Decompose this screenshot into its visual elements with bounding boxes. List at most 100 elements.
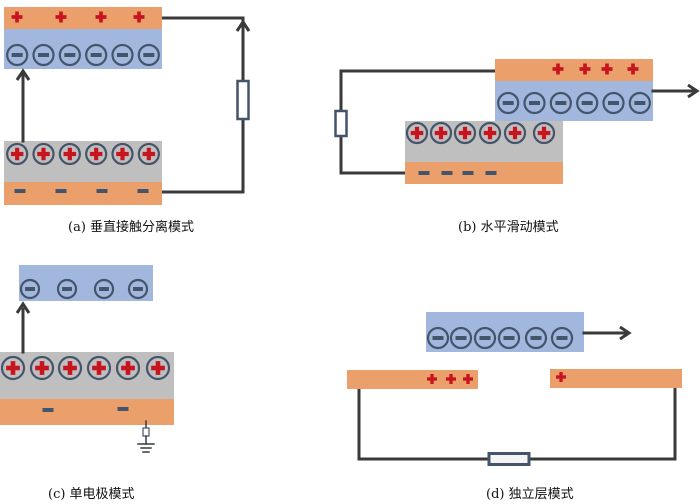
top-electrode	[4, 7, 162, 29]
wire-bottom	[162, 119, 245, 194]
positive-charge	[29, 355, 55, 381]
plus-bar-v	[414, 126, 420, 140]
minus-bar	[529, 101, 540, 105]
negative-charge	[58, 43, 81, 67]
charge-ring	[32, 142, 55, 166]
plus-bar-v	[512, 126, 518, 140]
caption-d: (d) 独立层模式	[486, 487, 574, 502]
minus-sign	[14, 189, 26, 193]
plus-bar-v	[125, 361, 131, 375]
positive-charge	[453, 121, 477, 145]
minus-bar	[25, 287, 35, 291]
top-electrode	[495, 59, 653, 81]
plus-sign	[95, 11, 107, 23]
charge-ring	[550, 326, 574, 350]
minus-bar	[432, 336, 444, 340]
minus-bar	[133, 287, 143, 291]
wire-right	[530, 388, 677, 461]
charge-ring	[137, 43, 160, 67]
plus-bar-v	[462, 126, 468, 140]
plus-bar-v	[94, 147, 99, 161]
caption-c: (c) 单电极模式	[48, 487, 135, 502]
minus-bar	[455, 336, 467, 340]
plus-bar-v	[155, 361, 161, 375]
plus-sign	[427, 374, 437, 384]
charge-ring	[549, 91, 572, 115]
plus-bar-v	[120, 147, 125, 161]
ground-resistor	[142, 427, 150, 437]
charge-ring	[19, 278, 41, 300]
positive-charge	[0, 355, 26, 381]
positive-charge	[429, 121, 453, 145]
plus-sign	[556, 372, 566, 382]
charge-ring	[6, 43, 29, 67]
negative-charge	[628, 91, 651, 115]
plus-bar-v	[41, 147, 46, 161]
plus-sign	[133, 11, 145, 23]
plus-bar-v	[15, 11, 19, 23]
plus-bar-v	[430, 374, 434, 384]
resistor	[236, 79, 250, 121]
plus-sign	[627, 63, 639, 75]
negative-charge	[550, 326, 574, 350]
negative-charge	[602, 91, 625, 115]
charge-ring	[85, 142, 108, 166]
motion-arrow-head	[15, 301, 31, 314]
negative-charge	[56, 278, 78, 300]
charge-ring	[523, 91, 546, 115]
minus-sign	[42, 408, 54, 412]
motion-arrow-head	[687, 83, 700, 99]
minus-bar	[117, 53, 128, 57]
plus-bar-v	[59, 11, 63, 23]
negative-charge	[111, 43, 134, 67]
minus-bar	[90, 53, 102, 57]
minus-bar	[556, 336, 568, 340]
minus-bar	[11, 53, 23, 57]
top-dielectric	[495, 81, 653, 121]
plus-bar-v	[541, 126, 547, 140]
charge-ring	[429, 121, 453, 145]
plus-bar-v	[39, 361, 45, 375]
minus-bar	[555, 101, 567, 105]
positive-charge	[86, 355, 112, 381]
resistor	[334, 109, 348, 138]
plus-bar-v	[466, 374, 470, 384]
negative-charge	[473, 326, 497, 350]
positive-charge	[478, 121, 502, 145]
charge-ring	[111, 43, 134, 67]
plus-sign	[446, 374, 456, 384]
wire-left	[357, 389, 488, 461]
charge-ring	[473, 326, 497, 350]
charge-ring	[56, 278, 78, 300]
resistor	[487, 452, 531, 466]
charge-ring	[503, 121, 527, 145]
motion-arrow-head	[619, 325, 632, 341]
plus-bar-v	[438, 126, 444, 140]
bottom-electrode	[0, 399, 174, 425]
plus-bar-v	[556, 63, 560, 75]
plus-bar-v	[67, 147, 72, 161]
negative-charge	[32, 43, 55, 67]
minus-sign	[485, 171, 497, 175]
negative-charge	[576, 91, 599, 115]
plus-bar-v	[15, 147, 20, 161]
charge-ring	[532, 121, 556, 145]
positive-charge	[145, 355, 171, 381]
plus-bar-v	[631, 63, 635, 75]
bottom-electrode	[405, 162, 563, 184]
bottom-electrode	[4, 182, 162, 205]
negative-charge	[549, 91, 572, 115]
charge-ring	[57, 355, 83, 381]
wire-top	[162, 16, 245, 81]
charge-ring	[453, 121, 477, 145]
negative-charge	[127, 278, 149, 300]
minus-bar	[530, 336, 542, 340]
plus-bar-v	[583, 63, 587, 75]
positive-charge	[115, 355, 141, 381]
charge-ring	[29, 355, 55, 381]
minus-bar	[64, 53, 76, 57]
plus-bar-v	[487, 126, 493, 140]
positive-charge	[32, 142, 55, 166]
positive-charge	[111, 142, 134, 166]
